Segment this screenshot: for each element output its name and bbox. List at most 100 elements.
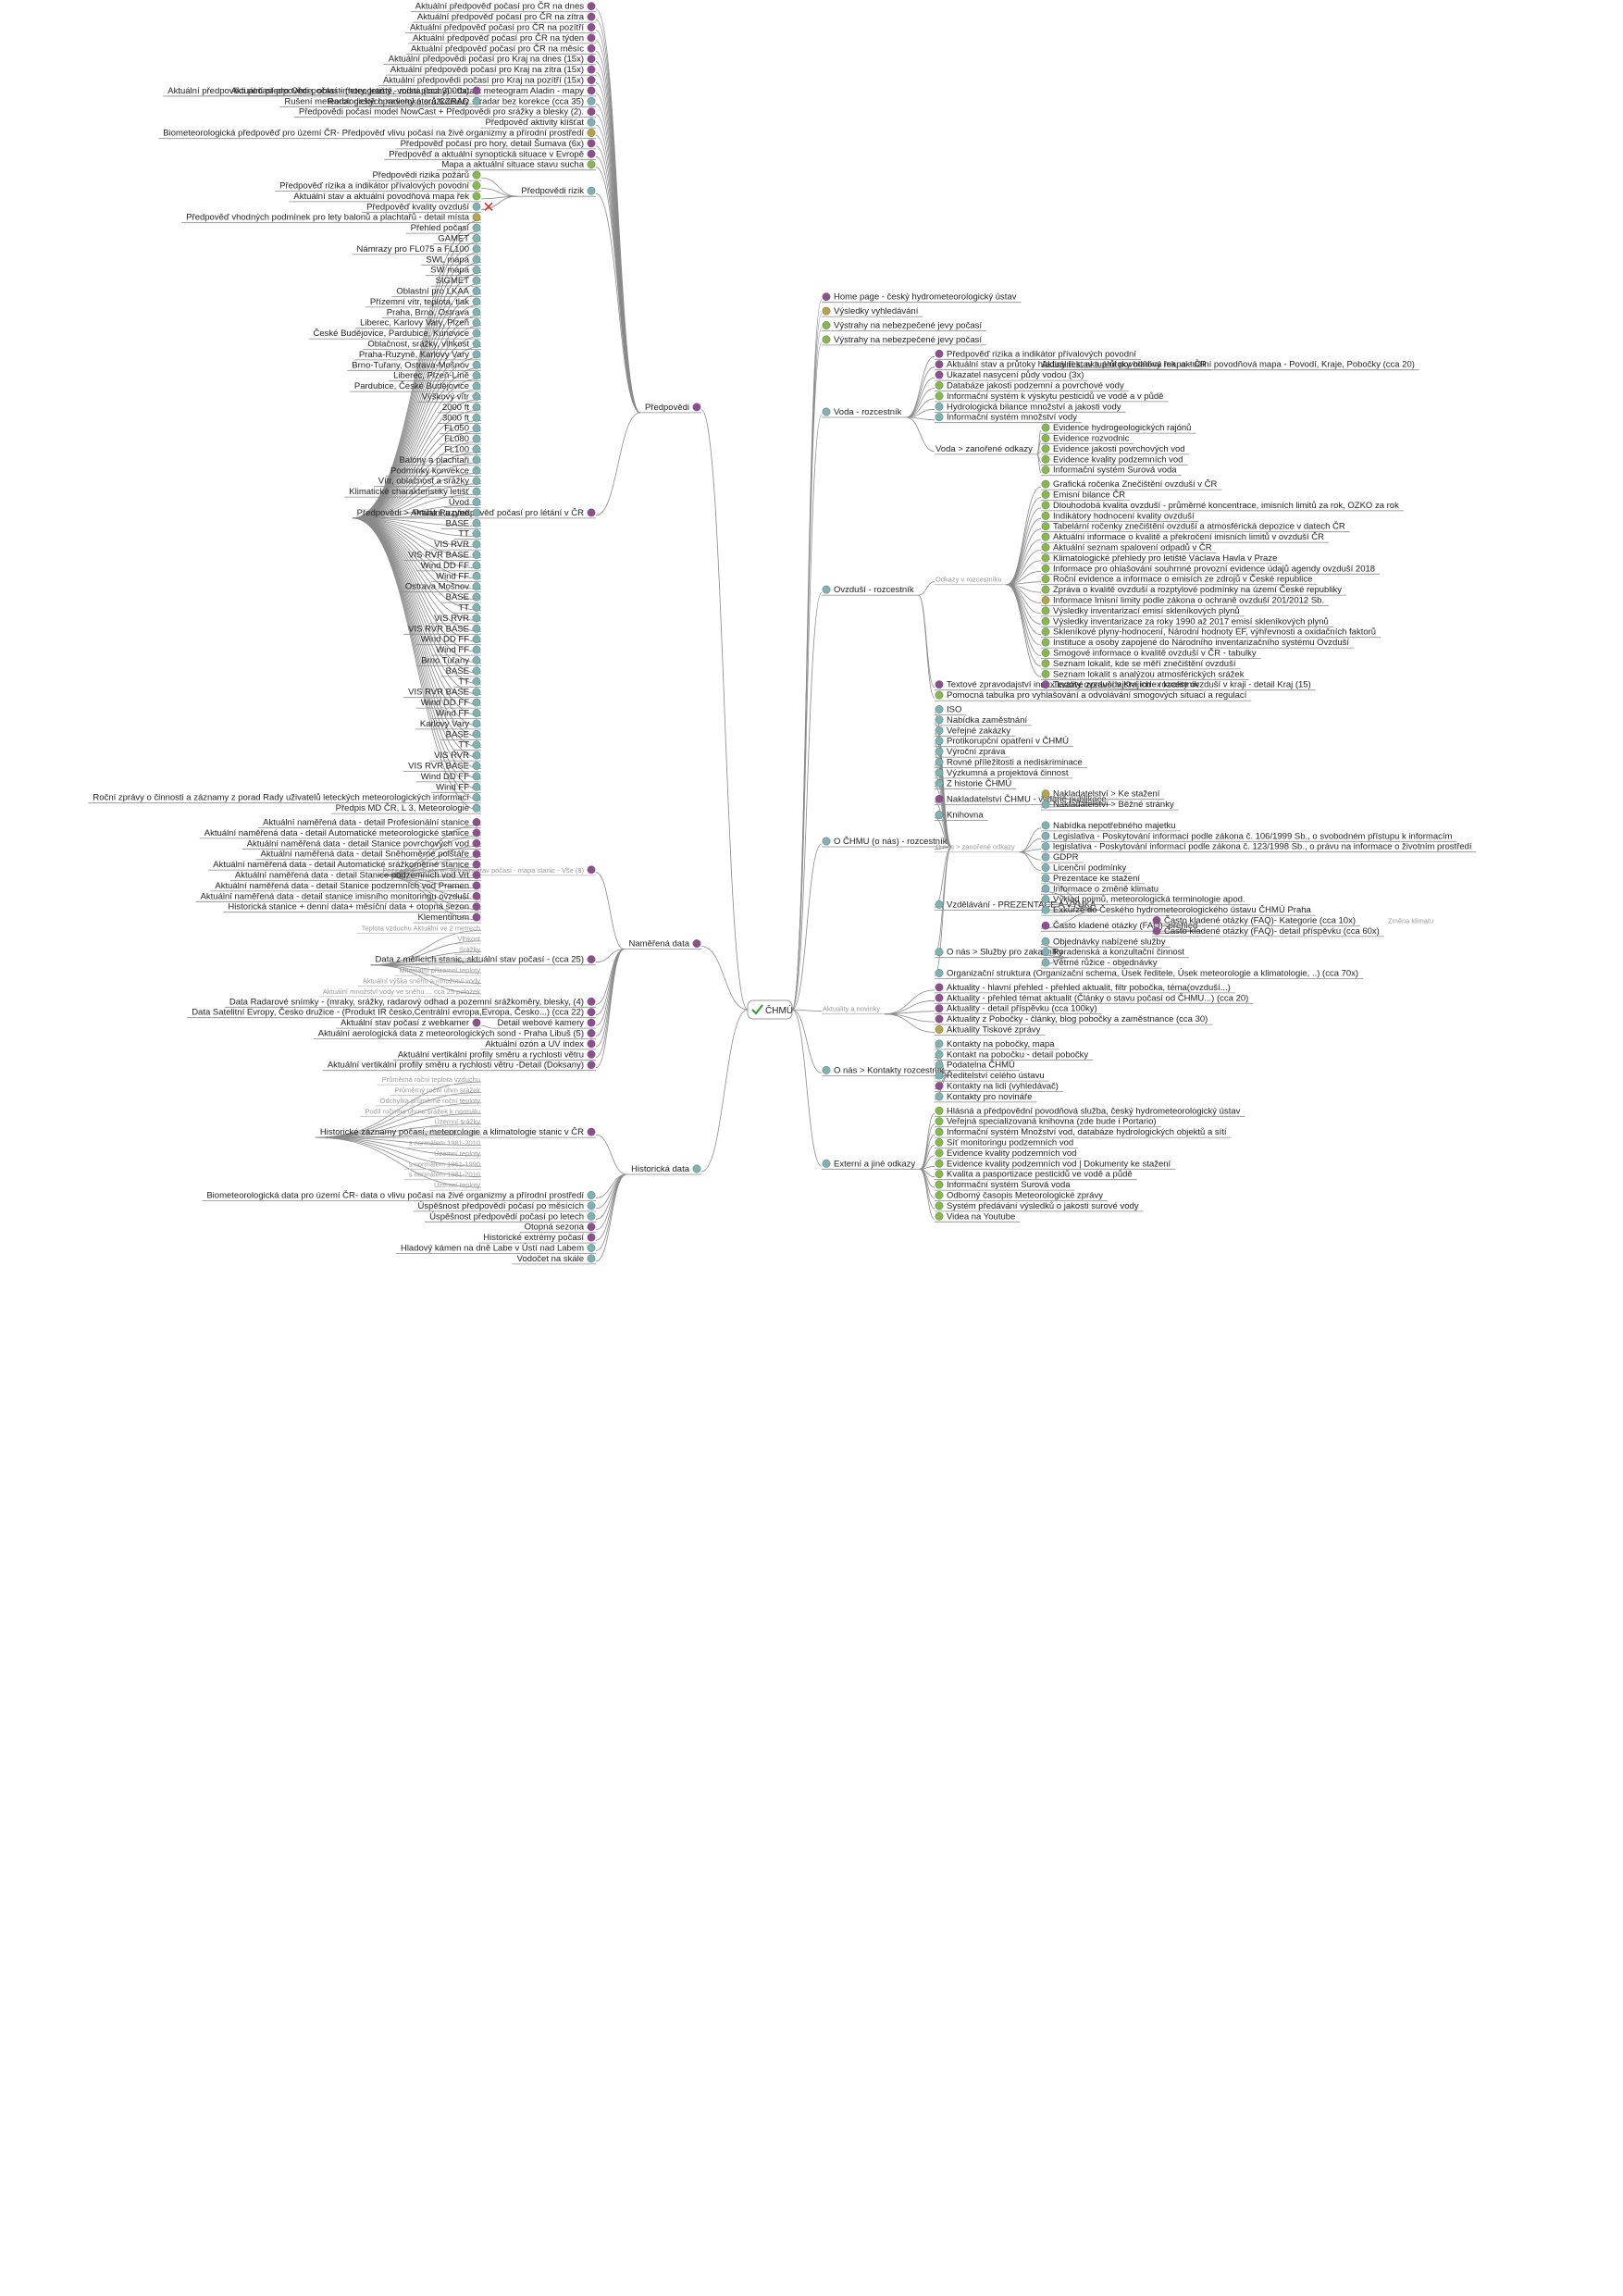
topic-s-normalem-1981-2010[interactable]: s normálem 1981-2010 bbox=[403, 1139, 481, 1148]
topic-licencni-podminky[interactable]: Licenční podmínky bbox=[1041, 863, 1132, 874]
topic-swl-mapa[interactable]: SWL mapa bbox=[421, 254, 481, 266]
topic-predpovedi-pocasi-model-nowcast-predpove[interactable]: Předpovědi počasí model NowCast + Předpo… bbox=[293, 107, 596, 118]
topic-zprava-o-kvalite-ovzdusi-a-rozptylove-po[interactable]: Zpráva o kvalitě ovzduší a rozptylové po… bbox=[1041, 585, 1347, 596]
topic-voda-rozcestnik[interactable]: Voda - rozcestník bbox=[822, 407, 907, 418]
topic-vlhkost[interactable]: Vlhkost bbox=[452, 935, 481, 945]
topic-aktualni-predpoved-pocasi-pro-cr-na-mesi[interactable]: Aktuální předpověď počasí pro ČR na měsí… bbox=[406, 43, 596, 55]
topic-biometeorologicka-predpoved-pro-uzemi-cr[interactable]: Biometeorologická předpověď pro území ČR… bbox=[158, 129, 596, 139]
topic-klementinum[interactable]: Klementinum bbox=[413, 912, 481, 924]
topic-wind-ff[interactable]: Wind FF bbox=[431, 782, 481, 793]
topic-s-normalem-1981-2010[interactable]: s normálem 1981-2010 bbox=[403, 1171, 481, 1181]
topic-uzemni-teploty[interactable]: Územní teploty bbox=[428, 1181, 481, 1191]
topic-s-normalem-1961-1990[interactable]: s normálem 1961-1990 bbox=[403, 1128, 481, 1138]
topic-brno-turany[interactable]: Brno Tuřany bbox=[416, 656, 481, 666]
topic-vis-rvr-base[interactable]: VIS RVR BASE bbox=[403, 688, 481, 699]
topic-home-page-cesky-hydrometeorologicky-usta[interactable]: Home page - český hydrometeorologický ús… bbox=[822, 292, 1022, 304]
topic-tt[interactable]: TT bbox=[453, 740, 481, 751]
topic-o-nas-zanorene-odkazy[interactable]: O nás > zanořené odkazy bbox=[935, 843, 1020, 853]
topic-sklenikove-plyny-hodnoceni-narodni-hodno[interactable]: Skleníkové plyny-hodnocení, Národní hodn… bbox=[1041, 627, 1381, 639]
topic-s-normalem-1961-1990[interactable]: s normálem 1961-1990 bbox=[403, 1160, 481, 1170]
topic-rovne-prilezitosti-a-nediskriminace[interactable]: Rovné příležitosti a nediskriminace bbox=[935, 758, 1087, 768]
topic-teplota-vzduchu-aktualni-ve-2-metrech[interactable]: Teplota vzduchu Aktuální ve 2 metrech bbox=[356, 925, 481, 934]
topic-evidence-rozvodnic[interactable]: Evidence rozvodnic bbox=[1041, 434, 1134, 444]
topic-predpis-md-cr-l-3-meteorologie[interactable]: Předpis MD ČR, L 3, Meteorologie bbox=[330, 803, 481, 814]
topic-ukazatel-nasyceni-pudy-vodou-3x[interactable]: Ukazatel nasycení půdy vodou (3x) bbox=[935, 370, 1089, 381]
topic-pardubice-ceske-budejovice[interactable]: Pardubice, České Budějovice bbox=[349, 381, 481, 392]
topic-aktualni-predpovedi-pocasi-pro-kraj-na-p[interactable]: Aktuální předpovědi počasí pro Kraj na p… bbox=[378, 76, 596, 86]
topic-aktuality-tiskove-zpravy[interactable]: Aktuality Tiskové zprávy bbox=[935, 1025, 1046, 1036]
topic-informacni-system-surova-voda[interactable]: Informační systém Surová voda bbox=[935, 1180, 1075, 1191]
topic-aktualni-predpoved-pocasi-pro-cr-na-tyde[interactable]: Aktuální předpověď počasí pro ČR na týde… bbox=[408, 33, 596, 44]
topic-historicka-stanice-denni-data-mesicni-da[interactable]: Historická stanice + denní data+ měsíční… bbox=[223, 902, 481, 913]
topic-base[interactable]: BASE bbox=[440, 518, 481, 529]
topic-2000-ft[interactable]: 2000 ft bbox=[437, 403, 481, 414]
topic-vis-rvr[interactable]: VIS RVR bbox=[429, 751, 481, 762]
topic-aktuality-detail-prispevku-cca-100ky[interactable]: Aktuality - detail příspěvku (cca 100ky) bbox=[935, 1004, 1102, 1015]
topic-rocni-zpravy-o-cinnosti-a-zaznamy-z-pora[interactable]: Roční zprávy o činnosti a záznamy z pora… bbox=[88, 793, 481, 804]
topic-vitr-oblacnost-a-srazky[interactable]: Vítr, oblačnost a srážky bbox=[373, 477, 481, 488]
topic-aktualni-stav-pocasi-z-webkamer[interactable]: Aktuální stav počasí z webkamer bbox=[336, 1018, 481, 1029]
topic-historicka-data[interactable]: Historická data bbox=[626, 1164, 701, 1175]
topic-nabidka-zamestnani[interactable]: Nabídka zaměstnání bbox=[935, 715, 1033, 726]
topic-namrazy-pro-fl075-a-fl100[interactable]: Námrazy pro FL075 a FL100 bbox=[352, 244, 481, 255]
topic-aktualni-vyska-snehu-a-mnozstvi-vody[interactable]: Aktuální výška sněhu a množství vody bbox=[357, 977, 481, 987]
topic-reditelstvi-celeho-ustavu[interactable]: Ředitelství celého ústavu bbox=[935, 1071, 1049, 1082]
topic-aktualni-namerena-data-detail-stanice-po[interactable]: Aktuální naměřená data - detail Stanice … bbox=[210, 881, 481, 892]
topic-sw-mapa[interactable]: SW mapa bbox=[426, 266, 481, 277]
topic-uzemni-teploty[interactable]: Územní teploty bbox=[428, 1149, 481, 1160]
topic-vis-rvr-base[interactable]: VIS RVR BASE bbox=[403, 551, 481, 561]
topic-minimalni-prizemni-teploty[interactable]: Minimální přízemní teploty bbox=[394, 966, 481, 976]
topic-knihovna[interactable]: Knihovna bbox=[935, 811, 988, 821]
topic-ovzdusi-rozcestnik[interactable]: Ovzduší - rozcestník bbox=[822, 585, 919, 596]
topic-informacni-system-mnozstvi-vody[interactable]: Informační systém množství vody bbox=[935, 413, 1082, 424]
topic-tt[interactable]: TT bbox=[453, 603, 481, 614]
topic-vis-rvr[interactable]: VIS RVR bbox=[429, 540, 481, 551]
topic-tt[interactable]: TT bbox=[453, 676, 481, 688]
topic-aktuality-prehled-temat-aktualit-clanky-[interactable]: Aktuality - přehled témat aktualit (Člán… bbox=[935, 993, 1254, 1004]
topic-aktuality-hlavni-prehled-prehled-aktuali[interactable]: Aktuality - hlavní přehled - přehled akt… bbox=[935, 983, 1235, 994]
topic-aktualni-predpovedi-pocasi-meteogramy-mi[interactable]: Aktuální předpovědi počasí -meteogramy -… bbox=[226, 86, 481, 97]
topic-evidence-kvality-podzemnich-vod[interactable]: Evidence kvality podzemních vod bbox=[935, 1148, 1082, 1160]
topic-o-chmu-o-nas-rozcestnik[interactable]: O ČHMU (o nás) - rozcestník bbox=[822, 837, 952, 848]
topic-hydrologicka-bilance-mnozstvi-a-jakosti-[interactable]: Hydrologická bilance množství a jakosti … bbox=[935, 402, 1126, 413]
topic-klimatologicke-prehledy-pro-letiste-vacl[interactable]: Klimatologické přehledy pro letiště Václ… bbox=[1041, 553, 1282, 565]
topic-predpoved-aktivity-klistat[interactable]: Předpověď aktivity klíšťat bbox=[480, 118, 596, 129]
topic-data-radarove-snimky-mraky-srazky-radaro[interactable]: Data Radarové snímky - (mraky, srážky, r… bbox=[224, 997, 596, 1008]
topic-vystrahy-na-nebezpecene-jevy-pocasi[interactable]: Výstrahy na nebezpečené jevy počasí bbox=[822, 335, 987, 346]
topic-aktualni-predpoved-pocasi-pro-cr-na-pozi[interactable]: Aktuální předpověď počasí pro ČR na pozí… bbox=[404, 23, 596, 33]
topic-verejna-specializovana-knihovna-zde-bude[interactable]: Veřejná specializovaná knihovna (zde bud… bbox=[935, 1117, 1161, 1128]
topic-nakladatelstvi-chmu-vydane-publikace[interactable]: Nakladatelství ČHMU - vydané publikace bbox=[935, 794, 1111, 805]
topic-casto-kladene-otazky-faq-detail-prispevk[interactable]: Často kladené otázky (FAQ)- detail přísp… bbox=[1152, 926, 1384, 937]
topic-pomocna-tabulka-pro-vyhlasovani-a-odvola[interactable]: Pomocná tabulka pro vyhlašování a odvolá… bbox=[935, 690, 1252, 701]
topic-vysledky-vyhledavani[interactable]: Výsledky vyhledávání bbox=[822, 306, 923, 317]
topic-data-z-mericich-stanic-aktualni-stav-poc[interactable]: Data z měřicích stanic, aktuální stav po… bbox=[370, 955, 596, 966]
topic-videa-na-youtube[interactable]: Videa na Youtube bbox=[935, 1211, 1021, 1222]
topic-liberec-plzen-line[interactable]: Liberec, Plzeň-Líně bbox=[389, 371, 481, 382]
topic-rocni-evidence-a-informace-o-emisich-ze-[interactable]: Roční evidence a informace o emisích ze … bbox=[1041, 575, 1318, 586]
topic-otopna-sezona[interactable]: Otopná sezona bbox=[519, 1222, 596, 1234]
topic-legislativa-poskytovani-informaci-podle-[interactable]: legislativa - Poskytování informací podl… bbox=[1041, 842, 1477, 853]
topic-protikorupcni-opatreni-v-chmu[interactable]: Protikorupční opatření v ČHMÚ bbox=[935, 737, 1073, 748]
topic-wind-ff[interactable]: Wind FF bbox=[431, 571, 481, 582]
topic-instituce-a-osoby-zapojene-do-narodniho-[interactable]: Instituce a osoby zapojené do Národního … bbox=[1041, 638, 1355, 649]
topic-pozice-merich-stanic-aktualni-stav-pocas[interactable]: Pozice měřích stanic, aktuální stav poča… bbox=[378, 865, 596, 876]
topic-vystrahy-na-nebezpecene-jevy-pocasi[interactable]: Výstrahy na nebezpečené jevy počasí bbox=[822, 321, 987, 331]
topic-aktualni-mnozstvi-vody-ve-snehu-cca-25-p[interactable]: Aktuální množství vody ve sněhu ... cca … bbox=[317, 987, 481, 998]
topic-ostrava-mosnov[interactable]: Ostrava Mošnov bbox=[400, 582, 481, 593]
topic-odborny-casopis-meteorologicke-zpravy[interactable]: Odborný časopis Meteorologické zprávy bbox=[935, 1191, 1108, 1201]
topic-podminky-konvekce[interactable]: Podmínky konvekce bbox=[385, 465, 481, 477]
topic-uzemni-srazky[interactable]: Územní srážky bbox=[429, 1118, 481, 1128]
topic-prezentace-ke-stazeni[interactable]: Prezentace ke stažení bbox=[1041, 874, 1145, 885]
topic-namerena-data[interactable]: Naměřená data bbox=[624, 939, 701, 949]
topic-karlovy-vary[interactable]: Karlovy Vary bbox=[415, 719, 481, 730]
topic-mapa-a-aktualni-situace-stavu-sucha[interactable]: Mapa a aktuální situace stavu sucha bbox=[437, 160, 596, 171]
topic-vyzkumna-a-projektova-cinnost[interactable]: Výzkumná a projektová činnost bbox=[935, 768, 1073, 779]
topic-wind-ff[interactable]: Wind FF bbox=[431, 709, 481, 719]
topic-aktualni-namerena-data-detail-stanice-po[interactable]: Aktuální naměřená data - detail Stanice … bbox=[242, 838, 481, 850]
topic-klimaticke-charakteristiky-letist[interactable]: Klimatické charakteristiky letišť bbox=[344, 487, 481, 498]
topic-evidence-jakosti-povrchovych-vod[interactable]: Evidence jakosti povrchových vod bbox=[1041, 444, 1190, 455]
topic-fl050[interactable]: FL050 bbox=[440, 424, 481, 435]
topic-vyklad-pojmu-meteorologicka-terminologie[interactable]: Výklad pojmů, meteorologická terminologi… bbox=[1041, 895, 1250, 906]
topic-vetrne-ruzice-objednavky[interactable]: Větrné růžice - objednávky bbox=[1041, 958, 1162, 969]
topic-prehled-pocasi[interactable]: Přehled počasí bbox=[405, 223, 481, 234]
